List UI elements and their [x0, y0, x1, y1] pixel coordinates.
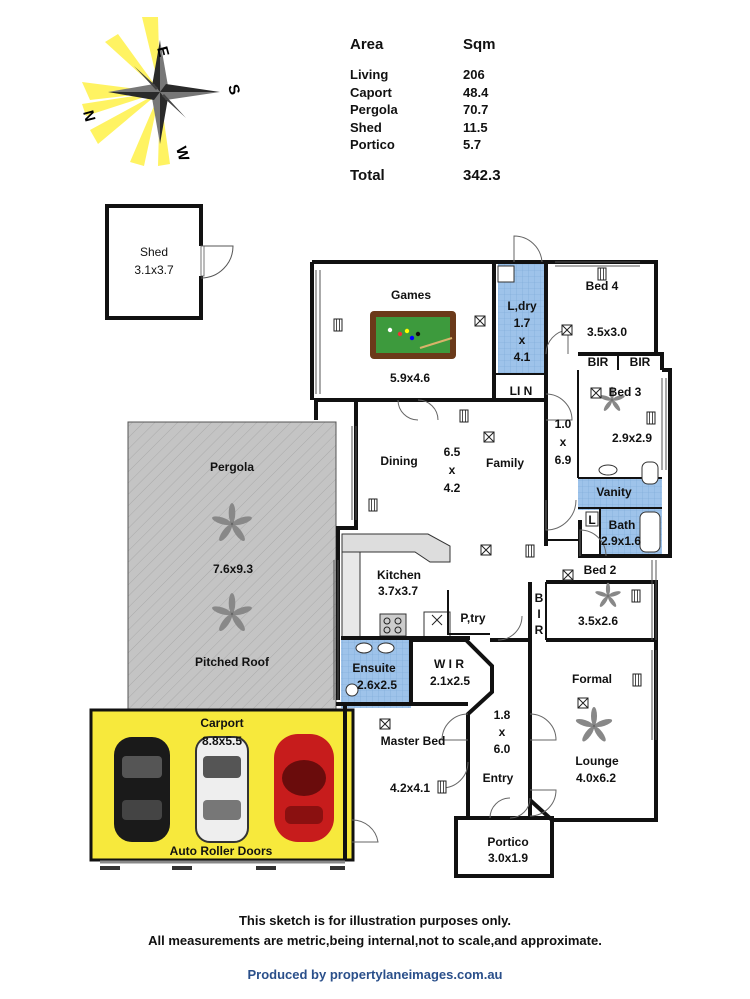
area-name: Living: [350, 67, 389, 82]
dim-kitchen: 3.7x3.7: [378, 584, 418, 598]
compass-n-label: N: [79, 109, 98, 124]
dim-hall-2: x: [560, 435, 567, 449]
dim-laundry-1: 1.7: [514, 316, 531, 330]
label-shed: Shed: [140, 245, 168, 259]
windows: [315, 261, 667, 740]
label-carport: Carport: [200, 716, 243, 730]
area-name: Portico: [350, 137, 395, 152]
header-area: Area: [350, 36, 384, 53]
area-sqm: 11.5: [463, 119, 488, 135]
dim-laundry-2: x: [519, 333, 526, 347]
house-walls: [310, 260, 672, 878]
compass-e-label: E: [153, 45, 172, 59]
dim-pergola: 7.6x9.3: [213, 562, 253, 576]
label-master-bed: Master Bed: [381, 734, 446, 748]
label-laundry: L,dry: [507, 299, 537, 313]
label-pantry: P,try: [460, 611, 485, 625]
dim-bath: 2.9x1.6: [601, 534, 641, 548]
dim-entry-1: 1.8: [494, 708, 511, 722]
label-portico: Portico: [487, 835, 528, 849]
dim-bed4: 3.5x3.0: [587, 325, 627, 339]
dim-master-bed: 4.2x4.1: [390, 781, 430, 795]
area-table: Area Sqm Living 206 Caport 48.4 Pergola …: [350, 36, 550, 184]
label-bed2: Bed 2: [584, 563, 617, 577]
area-name: Shed: [350, 119, 382, 135]
label-linen: LI N: [510, 384, 533, 398]
dim-ensuite: 2.6x2.5: [357, 678, 397, 692]
total-sqm: 342.3: [463, 166, 501, 184]
car-white: [195, 736, 249, 843]
label-bir-side-b: B: [535, 591, 544, 605]
note-pergola: Pitched Roof: [195, 655, 270, 669]
disclaimer-line-1: This sketch is for illustration purposes…: [238, 913, 512, 928]
label-bir-2: BIR: [630, 355, 651, 369]
dim-entry-3: 6.0: [494, 742, 511, 756]
pool-table-icon: [370, 311, 456, 359]
dim-carport: 8.8x5.5: [202, 734, 242, 748]
dim-family-1: 6.5: [444, 445, 461, 459]
label-bed3: Bed 3: [609, 385, 642, 399]
label-bir-side-i: I: [537, 607, 540, 621]
label-ensuite: Ensuite: [352, 661, 396, 675]
dim-games: 5.9x4.6: [390, 371, 430, 385]
note-carport: Auto Roller Doors: [170, 844, 273, 858]
area-row: Caport 48.4: [350, 85, 550, 103]
area-sqm: 48.4: [463, 84, 489, 100]
label-formal: Formal: [572, 672, 612, 686]
dim-entry-2: x: [499, 725, 506, 739]
compass-w-label: W: [172, 145, 192, 164]
dim-family-2: x: [449, 463, 456, 477]
label-wc: L: [588, 513, 595, 527]
kitchen-bench: [341, 533, 451, 639]
car-black: [114, 737, 170, 842]
compass-s-label: S: [224, 83, 243, 97]
area-total-row: Total 342.3: [350, 167, 550, 184]
dim-bed3: 2.9x2.9: [612, 431, 652, 445]
credit-text: Produced by propertylaneimages.com.au: [247, 967, 503, 982]
car-red: [274, 734, 334, 842]
compass-icon: E S N W: [79, 17, 243, 166]
fixtures: [333, 265, 661, 794]
label-family: Family: [486, 456, 524, 470]
dim-shed: 3.1x3.7: [134, 263, 174, 277]
dim-hall-1: 1.0: [555, 417, 572, 431]
label-dining: Dining: [380, 454, 417, 468]
area-table-header: Area Sqm: [350, 36, 550, 53]
label-bir-1: BIR: [588, 355, 609, 369]
dim-laundry-3: 4.1: [514, 350, 531, 364]
label-vanity: Vanity: [596, 485, 632, 499]
label-entry: Entry: [483, 771, 514, 785]
area-sqm: 206: [463, 67, 485, 82]
disclaimer-line-2: All measurements are metric,being intern…: [148, 933, 602, 948]
dim-portico: 3.0x1.9: [488, 851, 528, 865]
area-carport: [89, 708, 355, 870]
dim-hall-3: 6.9: [555, 453, 572, 467]
label-bed4: Bed 4: [586, 279, 619, 293]
area-sqm: 70.7: [463, 102, 489, 117]
dim-bed2: 3.5x2.6: [578, 614, 618, 628]
label-lounge: Lounge: [575, 754, 619, 768]
dim-wir: 2.1x2.5: [430, 674, 470, 688]
area-row: Living 206: [350, 67, 550, 85]
header-sqm: Sqm: [463, 36, 496, 53]
label-kitchen: Kitchen: [377, 568, 421, 582]
dim-family-3: 4.2: [444, 481, 461, 495]
room-shed: [105, 204, 234, 320]
label-bath: Bath: [609, 518, 636, 532]
tiles-ensuite: [341, 640, 411, 708]
area-row: Shed 11.5: [350, 120, 550, 138]
area-row: Portico 5.7: [350, 137, 550, 155]
area-name: Pergola: [350, 102, 398, 117]
area-name: Caport: [350, 84, 392, 100]
area-row: Pergola 70.7: [350, 102, 550, 120]
dim-lounge: 4.0x6.2: [576, 771, 616, 785]
area-sqm: 5.7: [463, 137, 482, 152]
total-label: Total: [350, 166, 385, 184]
label-pergola: Pergola: [210, 460, 254, 474]
label-games: Games: [391, 288, 431, 302]
doors: [351, 235, 607, 843]
label-wir: W I R: [434, 657, 464, 671]
label-bir-side-r: R: [535, 623, 544, 637]
